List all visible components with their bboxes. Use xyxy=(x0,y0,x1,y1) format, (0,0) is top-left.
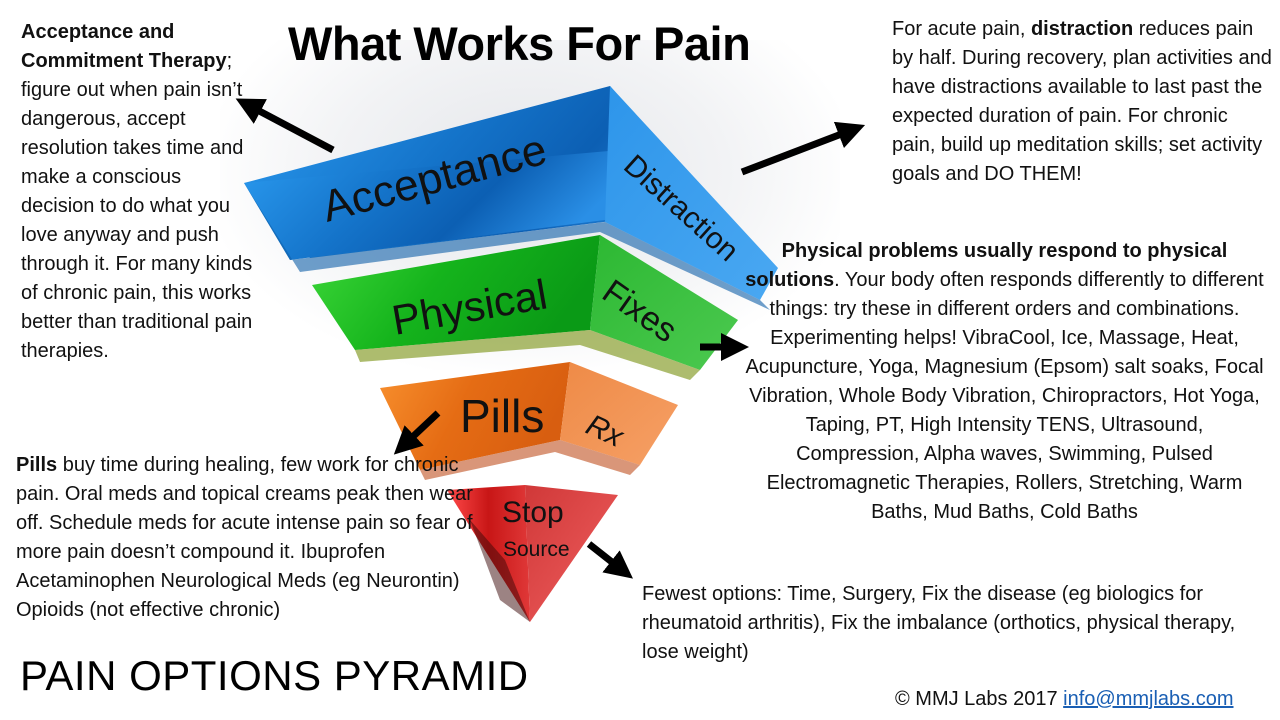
label-stop: Stop xyxy=(502,496,564,529)
tier-pills-front xyxy=(380,362,570,470)
distraction-description-bold: distraction xyxy=(1030,18,1134,40)
pills-description-bold: Pills xyxy=(16,454,58,476)
distraction-description-intro: For acute pain, xyxy=(892,18,1031,40)
tier-acceptance-front xyxy=(244,150,620,260)
copyright-line: © MMJ Labs 2017 info@mmjlabs.com xyxy=(895,688,1234,711)
physical-description-text: . Your body often responds differently t… xyxy=(745,269,1264,523)
arrow-to-acceptance-text xyxy=(235,98,335,154)
tier-physical xyxy=(312,235,738,380)
acceptance-description: Acceptance and Commitment Therapy; figur… xyxy=(21,18,253,366)
email-link[interactable]: info@mmjlabs.com xyxy=(1063,688,1234,710)
tier-acceptance-side xyxy=(605,86,778,300)
tier-pills xyxy=(380,362,678,480)
arrow-to-stop-text xyxy=(586,541,633,579)
arrow-to-pills-text xyxy=(393,410,441,455)
tier-pills-side xyxy=(560,362,678,465)
stop-source-description: Fewest options: Time, Surgery, Fix the d… xyxy=(642,580,1242,667)
tier-stop-source xyxy=(447,485,618,622)
copyright-text: © MMJ Labs 2017 xyxy=(895,688,1058,710)
footer-title: PAIN OPTIONS PYRAMID xyxy=(20,652,529,699)
distraction-description: For acute pain, distraction reduces pain… xyxy=(892,15,1272,189)
tier-physical-side xyxy=(590,235,738,370)
pills-description: Pills buy time during healing, few work … xyxy=(16,451,486,625)
stop-source-description-text: Fewest options: Time, Surgery, Fix the d… xyxy=(642,583,1236,663)
physical-description: Physical problems usually respond to phy… xyxy=(742,237,1267,527)
pills-description-text: buy time during healing, few work for ch… xyxy=(16,454,473,621)
label-pills: Pills xyxy=(460,390,544,442)
tier-acceptance xyxy=(244,86,778,310)
arrow-to-distraction-text xyxy=(740,121,866,176)
acceptance-description-bold: Acceptance and Commitment Therapy xyxy=(21,21,227,72)
acceptance-description-text: ; figure out when pain isn’t dangerous, … xyxy=(21,50,253,362)
label-source: Source xyxy=(503,538,570,561)
page-title: What Works For Pain xyxy=(288,17,751,70)
distraction-description-text: reduces pain by half. During recovery, p… xyxy=(892,18,1272,185)
tier-physical-front xyxy=(312,235,600,350)
tier-stop-side xyxy=(525,485,618,622)
physical-description-bold: Physical problems usually respond to phy… xyxy=(745,240,1228,291)
